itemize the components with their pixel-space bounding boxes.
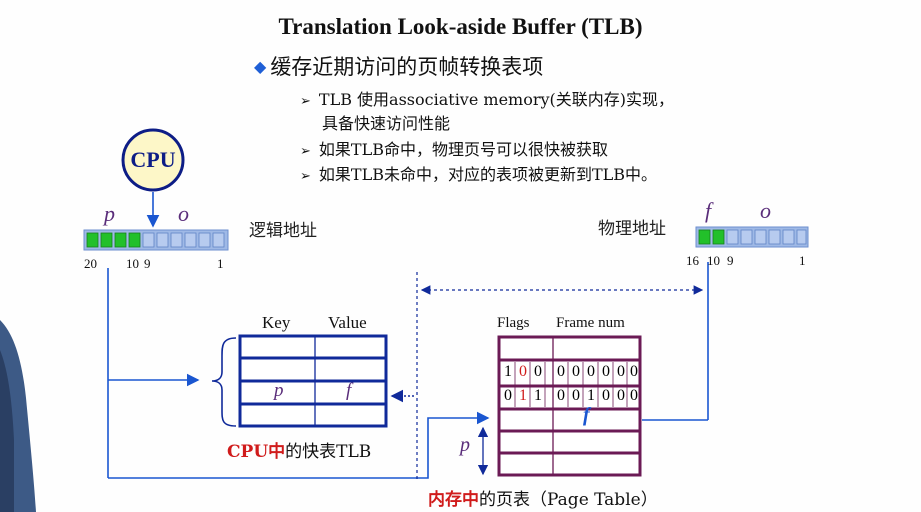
bit: 0 <box>617 363 625 380</box>
physical-bit-1: 1 <box>799 253 806 268</box>
logical-o-label: o <box>178 201 189 226</box>
pagetable-index-p: p <box>460 434 470 456</box>
sub-bullet-1: ➢ TLB 使用associative memory(关联内存)实现， <box>300 86 674 110</box>
logical-address-label: 逻辑地址 <box>249 221 317 241</box>
bit: 1 <box>504 363 512 380</box>
diamond-bullet-icon: ◆ <box>254 57 267 76</box>
physical-bit-9: 9 <box>727 253 734 268</box>
tlb-table <box>238 334 388 428</box>
physical-o-label: o <box>760 198 771 223</box>
arrow-bullet-icon: ➢ <box>300 169 311 184</box>
sub-bullet-2-text: 如果TLB命中，物理页号可以很快被获取 <box>318 140 608 159</box>
bit: 0 <box>617 387 625 404</box>
physical-address-register <box>695 226 809 248</box>
page-table <box>497 335 642 477</box>
logical-bit-20: 20 <box>84 256 97 271</box>
tlb-caption: CPU中的快表TLB <box>227 437 371 462</box>
bit: 0 <box>534 363 542 380</box>
bit: 0 <box>572 387 580 404</box>
bit-highlight: 1 <box>519 387 527 404</box>
bit: 0 <box>630 387 638 404</box>
logical-address-register <box>83 229 229 251</box>
tlb-brace <box>211 337 237 427</box>
bit: 0 <box>602 387 610 404</box>
bit: 0 <box>602 363 610 380</box>
logical-to-pagetable-arrow <box>108 411 490 479</box>
cpu-circle <box>121 128 185 192</box>
pagetable-frame-f: f <box>583 404 590 426</box>
cpu-label: CPU <box>130 147 176 172</box>
logical-bit-1: 1 <box>217 256 224 271</box>
pagetable-caption-red: 内存中 <box>428 490 479 510</box>
bit: 0 <box>557 387 565 404</box>
tlb-key-header: Key <box>262 313 291 332</box>
physical-f-label: f <box>705 198 712 223</box>
bit: 0 <box>587 363 595 380</box>
pagetable-flags-header: Flags <box>497 315 530 331</box>
physical-address-label: 物理地址 <box>598 219 666 239</box>
tlb-caption-red: CPU中 <box>227 442 286 462</box>
sub-bullet-2: ➢ 如果TLB命中，物理页号可以很快被获取 <box>300 136 608 160</box>
tlb-row-key: p <box>274 380 284 401</box>
bit: 1 <box>587 387 595 404</box>
bit: 0 <box>630 363 638 380</box>
sub-bullet-1-continued: 具备快速访问性能 <box>322 114 451 133</box>
slide-title: Translation Look-aside Buffer (TLB) <box>278 14 643 39</box>
tlb-value-header: Value <box>328 313 367 332</box>
pagetable-caption: 内存中的页表（Page Table） <box>428 485 658 510</box>
sub-bullet-3-text: 如果TLB未命中，对应的表项被更新到TLB中。 <box>318 165 658 184</box>
sub-bullet-1-text: TLB 使用associative memory(关联内存)实现， <box>318 90 675 109</box>
sub-bullet-3: ➢ 如果TLB未命中，对应的表项被更新到TLB中。 <box>300 161 657 185</box>
bit: 0 <box>557 363 565 380</box>
presenter-shadow <box>0 350 14 512</box>
bit: 0 <box>504 387 512 404</box>
arrow-bullet-icon: ➢ <box>300 144 311 159</box>
pagetable-frame-header: Frame num <box>556 315 625 331</box>
bit: 1 <box>534 387 542 404</box>
bit: 0 <box>572 363 580 380</box>
bit-highlight: 0 <box>519 363 527 380</box>
main-bullet: ◆缓存近期访问的页帧转换表项 <box>254 51 543 81</box>
pagetable-caption-rest: 的页表（Page Table） <box>479 490 658 510</box>
arrow-bullet-icon: ➢ <box>300 94 311 109</box>
physical-bit-10: 10 <box>707 253 720 268</box>
logical-p-label: p <box>104 201 115 226</box>
tlb-row-value: f <box>346 380 352 401</box>
tlb-caption-rest: 的快表TLB <box>285 442 372 462</box>
logical-bit-10: 10 <box>126 256 139 271</box>
logical-bit-9: 9 <box>144 256 151 271</box>
physical-bit-16: 16 <box>686 253 699 268</box>
main-bullet-text: 缓存近期访问的页帧转换表项 <box>270 55 544 79</box>
